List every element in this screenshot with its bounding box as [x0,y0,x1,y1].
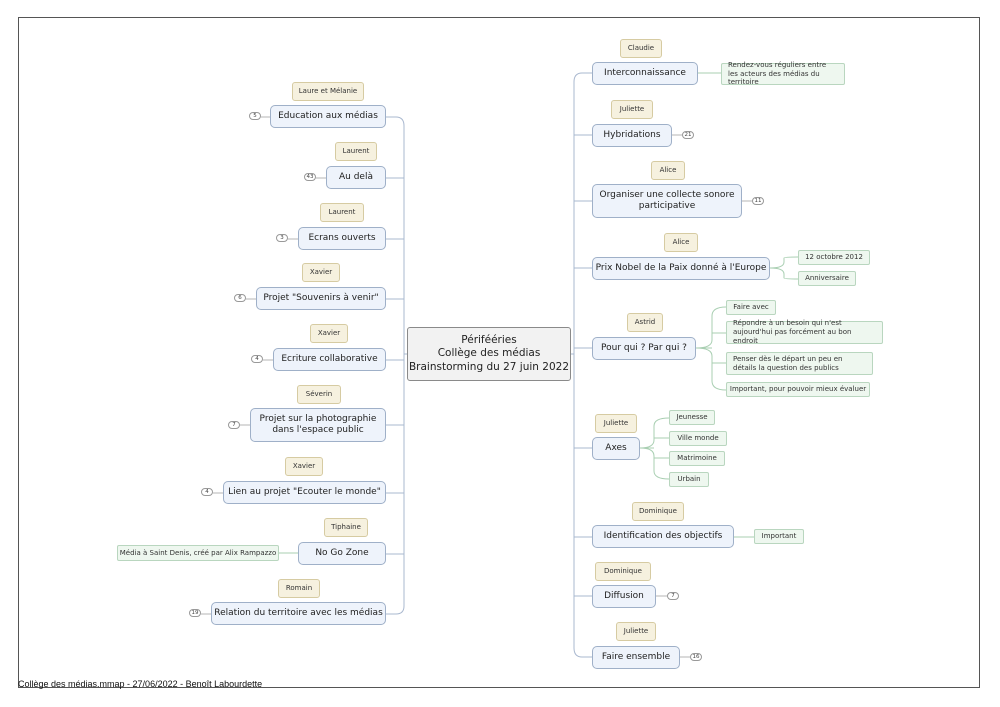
person-label: Laurent [320,203,364,222]
branch-line [386,116,405,354]
page-frame [18,17,980,688]
note-line [695,306,727,349]
person-label: Claudie [620,39,662,58]
person-label: Alice [651,161,685,180]
note-faire-avec: Faire avec [726,300,776,315]
branch-line [386,354,405,615]
central-title: Périfééries [461,334,517,347]
person-label: Xavier [302,263,340,282]
topic-photographie-espace-public[interactable]: Projet sur la photographie dans l'espace… [250,408,386,442]
person-label: Xavier [310,324,348,343]
note-media-saint-denis: Média à Saint Denis, créé par Alix Rampa… [117,545,279,561]
topic-axes[interactable]: Axes [592,437,640,460]
count-badge[interactable]: 4 [251,355,263,363]
topic-hybridations[interactable]: Hybridations [592,124,672,147]
person-label: Séverin [297,385,341,404]
note-important: Important [754,529,804,544]
note-penser-publics: Penser dès le départ un peu en détails l… [726,352,873,375]
topic-relation-territoire-medias[interactable]: Relation du territoire avec les médias [211,602,386,625]
topic-interconnaissance[interactable]: Interconnaissance [592,62,698,85]
topic-prix-nobel[interactable]: Prix Nobel de la Paix donné à l'Europe [592,257,770,280]
person-label: Dominique [595,562,651,581]
topic-ecouter-le-monde[interactable]: Lien au projet "Ecouter le monde" [223,481,386,504]
count-badge[interactable]: 3 [276,234,288,242]
person-label: Juliette [595,414,637,433]
topic-identification-objectifs[interactable]: Identification des objectifs [592,525,734,548]
note-line [769,256,799,269]
count-badge[interactable]: 7 [667,592,679,600]
branch-line [573,354,592,658]
topic-ecrans-ouverts[interactable]: Ecrans ouverts [298,227,386,250]
note-jeunesse: Jeunesse [669,410,715,425]
person-label: Dominique [632,502,684,521]
note-urbain: Urbain [669,472,709,487]
person-label: Laure et Mélanie [292,82,364,101]
note-line [639,417,670,449]
topic-ecriture-collaborative[interactable]: Ecriture collaborative [273,348,386,371]
note-repondre-besoin: Répondre à un besoin qui n'est aujourd'h… [726,319,883,345]
note-rendez-vous: Rendez-vous réguliers entre les acteurs … [721,61,845,86]
topic-souvenirs-a-venir[interactable]: Projet "Souvenirs à venir" [256,287,386,310]
topic-au-dela[interactable]: Au delà [326,166,386,189]
branch-line [573,72,592,354]
note-important-evaluer: Important, pour pouvoir mieux évaluer [726,382,870,397]
note-ville-monde: Ville monde [669,431,727,446]
person-label: Xavier [285,457,323,476]
footer-caption: Collège des médias.mmap - 27/06/2022 - B… [18,679,263,689]
topic-diffusion[interactable]: Diffusion [592,585,656,608]
central-subtitle: Collège des médias [437,347,541,360]
topic-education-aux-medias[interactable]: Education aux médias [270,105,386,128]
note-matrimoine: Matrimoine [669,451,725,466]
count-badge[interactable]: 16 [690,653,702,661]
person-label: Astrid [627,313,663,332]
count-badge[interactable]: 19 [189,609,201,617]
count-badge[interactable]: 4 [201,488,213,496]
note-line [639,447,670,480]
person-label: Laurent [335,142,377,161]
topic-no-go-zone[interactable]: No Go Zone [298,542,386,565]
note-line [769,267,799,280]
count-badge[interactable]: 21 [682,131,694,139]
count-badge[interactable]: 5 [249,112,261,120]
count-badge[interactable]: 11 [752,197,764,205]
topic-collecte-sonore[interactable]: Organiser une collecte sonore participat… [592,184,742,218]
topic-pour-qui-par-qui[interactable]: Pour qui ? Par qui ? [592,337,696,360]
count-badge[interactable]: 43 [304,173,316,181]
person-label: Tiphaine [324,518,368,537]
central-topic[interactable]: Périfééries Collège des médias Brainstor… [407,327,571,381]
topic-faire-ensemble[interactable]: Faire ensemble [592,646,680,669]
count-badge[interactable]: 7 [228,421,240,429]
person-label: Alice [664,233,698,252]
note-line [695,347,727,391]
person-label: Juliette [616,622,656,641]
person-label: Juliette [611,100,653,119]
person-label: Romain [278,579,320,598]
note-anniversaire: Anniversaire [798,271,856,286]
note-12-octobre-2012: 12 octobre 2012 [798,250,870,265]
central-date: Brainstorming du 27 juin 2022 [408,360,570,373]
count-badge[interactable]: 6 [234,294,246,302]
